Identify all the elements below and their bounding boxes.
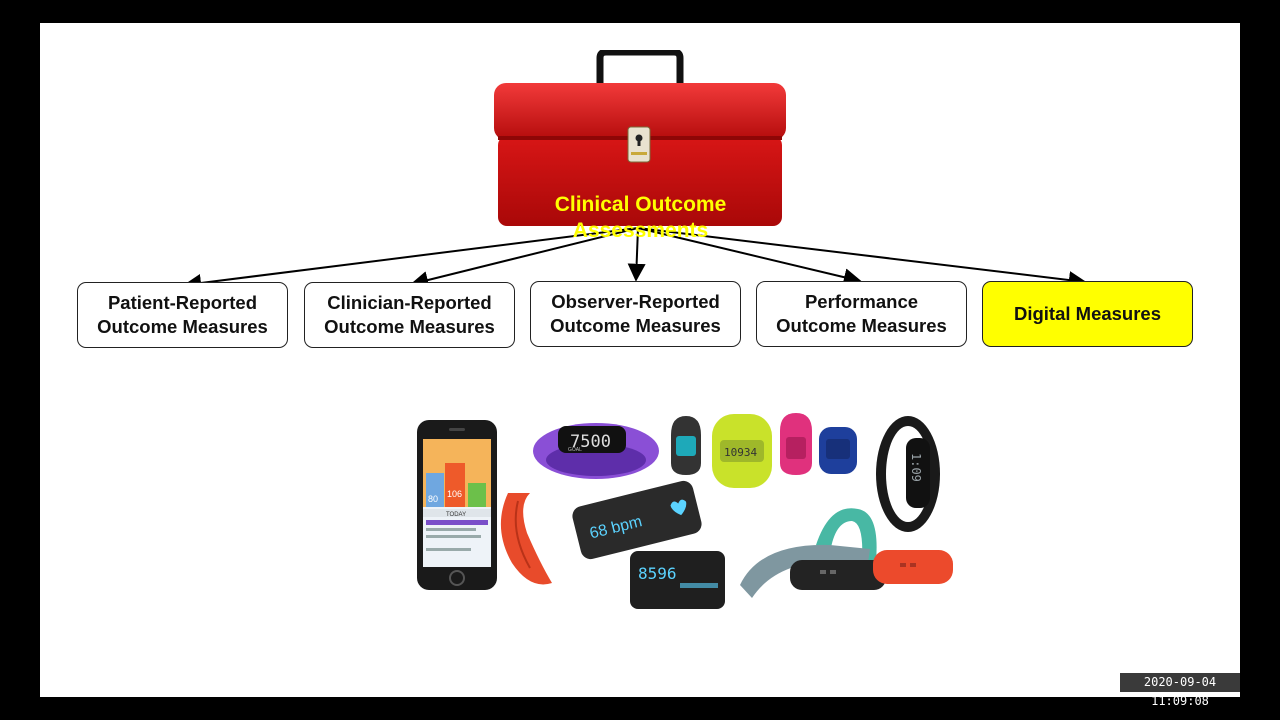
arrow-to-digital (637, 227, 1087, 289)
clinician-reported-outcome-box: Clinician-Reported Outcome Measures (304, 282, 515, 348)
arrow-to-observer-reported (627, 227, 646, 282)
wearable-devices-image: 80 106 TODAY 7500 GOAL 68 bpm (417, 413, 953, 609)
clinical-outcome-assessments-toolbox: Clinical Outcome Assessments (493, 50, 788, 242)
black-band-icon: 1:09 (876, 416, 940, 532)
performance-outcome-box: Performance Outcome Measures (756, 281, 967, 347)
step-tracker-reading: 8596 (638, 564, 677, 583)
digital-measures-label: Digital Measures (1013, 303, 1162, 324)
clip-reading: 10934 (724, 446, 757, 459)
arrow-to-performance (637, 227, 862, 286)
orange-band-icon (500, 493, 552, 585)
purple-band-goal: GOAL (568, 447, 582, 453)
video-timestamp: 2020-09-04 11:09:08 (1120, 673, 1240, 708)
patient-reported-outcome-box: Patient-Reported Outcome Measures (77, 282, 288, 348)
phone-tile-1: 80 (428, 494, 438, 504)
purple-band-reading: 7500 (570, 432, 611, 452)
phone-today-label: TODAY (446, 512, 466, 518)
patient-reported-outcome-label: Patient-Reported Outcome Measures (97, 292, 268, 337)
slide: Clinical Outcome Assessments Patient-Rep… (40, 23, 1240, 697)
toolbox-label-line-1: Clinical Outcome (554, 193, 727, 216)
toolbox-label: Clinical Outcome Assessments (493, 192, 788, 244)
clip-trackers-icon: 10934 (671, 413, 857, 488)
observer-reported-outcome-box: Observer-Reported Outcome Measures (530, 281, 741, 347)
colored-bands-icon (740, 508, 953, 598)
observer-reported-outcome-label: Observer-Reported Outcome Measures (550, 291, 721, 336)
arrow-to-patient-reported (183, 227, 639, 292)
digital-measures-box: Digital Measures (982, 281, 1193, 347)
toolbox-label-line-2: Assessments (572, 219, 709, 242)
step-tracker-icon: 8596 (630, 551, 725, 609)
toolbox-icon (494, 50, 786, 226)
clinician-reported-outcome-label: Clinician-Reported Outcome Measures (324, 292, 495, 337)
smartphone-icon: 80 106 TODAY (417, 420, 497, 590)
connector-arrows (183, 227, 1087, 292)
black-band-reading: 1:09 (909, 453, 923, 482)
phone-tile-2: 106 (447, 489, 462, 499)
purple-band-icon: 7500 GOAL (533, 423, 659, 479)
arrow-to-clinician-reported (410, 227, 639, 289)
heart-rate-tracker-icon: 68 bpm (572, 480, 702, 560)
performance-outcome-label: Performance Outcome Measures (776, 291, 947, 336)
